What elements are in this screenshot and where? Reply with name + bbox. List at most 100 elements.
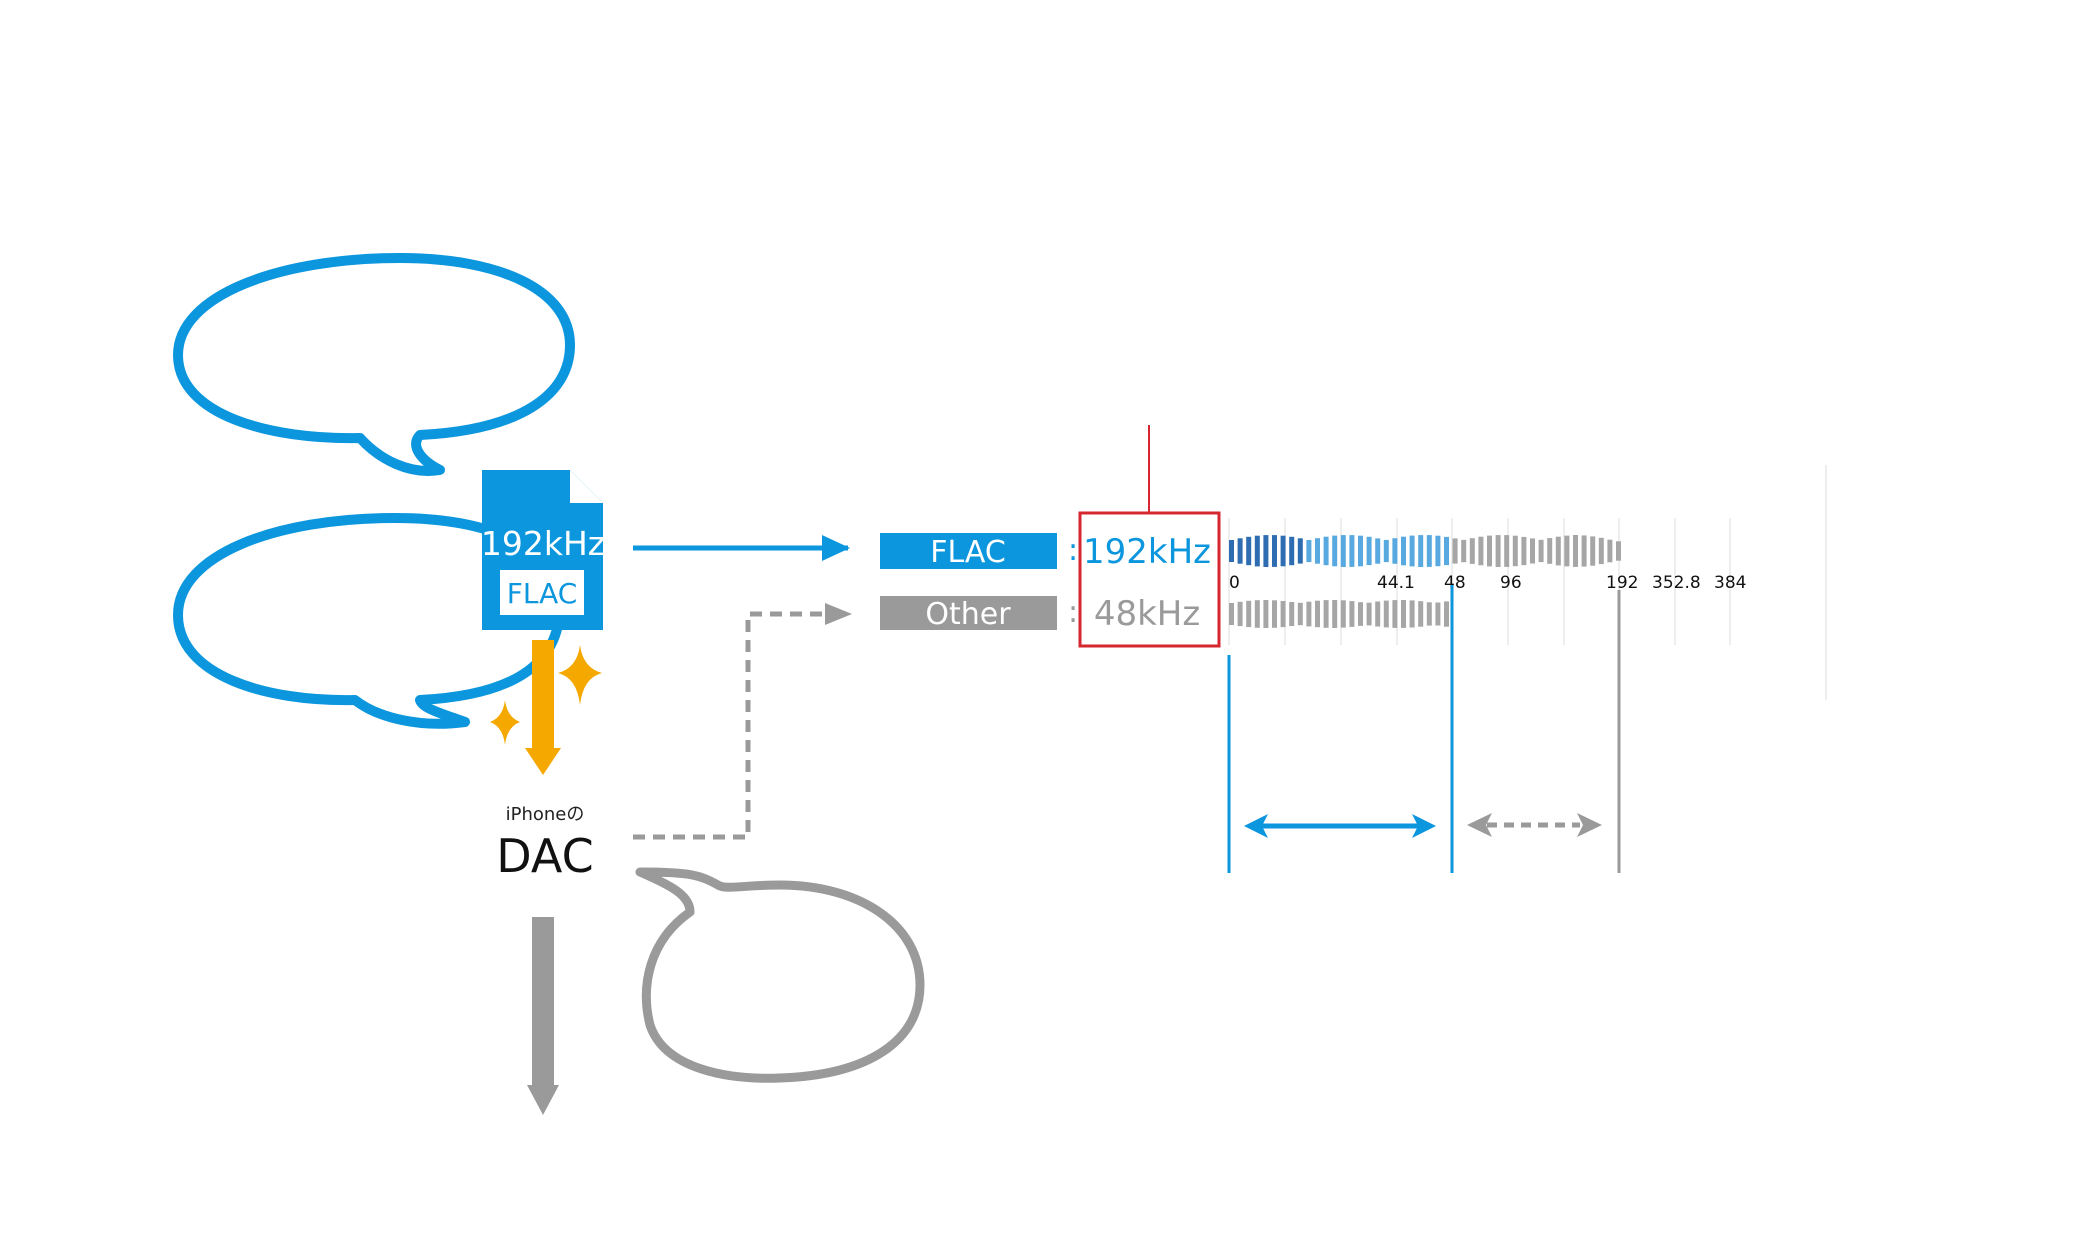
spectrum-bar	[1349, 535, 1355, 567]
spectrum-bar	[1435, 535, 1441, 567]
gray-arrow-head	[527, 1085, 559, 1115]
spectrum-bar	[1478, 536, 1484, 566]
spectrum-bar	[1306, 601, 1312, 627]
blue-range-arrow-right-head	[1412, 814, 1436, 838]
spectrum-bar	[1426, 602, 1432, 626]
spectrum-bar	[1521, 536, 1527, 566]
sparkle-small-icon	[490, 700, 520, 745]
spectrum-bar	[1246, 600, 1252, 628]
flac-spectrum	[1229, 535, 1621, 567]
spectrum-bar	[1530, 538, 1535, 564]
spectrum-bar	[1332, 535, 1338, 567]
spectrum-bar	[1306, 540, 1312, 563]
spectrum-bar	[1495, 535, 1501, 567]
spectrum-bar	[1272, 600, 1277, 628]
sparkle-icon	[558, 645, 602, 705]
spectrum-bar	[1280, 535, 1286, 567]
spectrum-bar	[1272, 535, 1277, 567]
spectrum-bar	[1487, 535, 1492, 567]
tick-label: 48	[1444, 573, 1466, 593]
spectrum-bar	[1289, 602, 1295, 626]
other-row-separator: :	[1068, 595, 1078, 630]
spectrum-bar	[1504, 535, 1510, 567]
spectrum-bar	[1555, 536, 1561, 566]
tick-label: 0	[1229, 573, 1240, 593]
spectrum-bar	[1452, 538, 1458, 564]
spectrum-bar	[1246, 536, 1252, 566]
spectrum-bar	[1366, 602, 1372, 626]
highlight-box	[1078, 511, 1221, 648]
flac-row-badge	[880, 533, 1057, 569]
spectrum-bar	[1401, 536, 1406, 566]
file-icon: 192kHz FLAC	[481, 470, 605, 630]
spectrum-bar	[1375, 538, 1381, 564]
tick-label: 44.1	[1377, 573, 1415, 593]
speech-bubble-top	[173, 253, 575, 476]
speech-bubble-bottom	[635, 867, 925, 1083]
spectrum-bar	[1263, 600, 1269, 628]
spectrum-bar	[1564, 535, 1570, 567]
spectrum-bar	[1254, 600, 1260, 628]
spectrum-bar	[1297, 538, 1303, 564]
gray-range-arrow-left-head	[1467, 813, 1492, 837]
spectrum-bar	[1538, 539, 1544, 563]
spectrum-bar	[1461, 539, 1467, 563]
orange-arrow-head	[525, 748, 561, 775]
spectrum-bar	[1315, 538, 1320, 564]
flac-arrow-head	[822, 535, 850, 561]
tick-label: 96	[1500, 573, 1522, 593]
spectrum-bar	[1340, 535, 1346, 567]
flac-row-separator: :	[1068, 533, 1078, 568]
other-spectrum	[1229, 600, 1449, 628]
file-format-label: FLAC	[507, 577, 578, 610]
spectrum-bar	[1237, 601, 1243, 627]
spectrum-bar	[1340, 600, 1346, 628]
orange-arrow-shaft	[532, 640, 554, 750]
spectrum-bar	[1383, 600, 1389, 628]
spectrum-bar	[1573, 535, 1578, 567]
other-row-format: Other	[925, 597, 1011, 632]
spectrum-bar	[1426, 535, 1432, 567]
spectrum-bar	[1418, 601, 1424, 627]
file-rate-label: 192kHz	[481, 524, 605, 563]
spectrum-bar	[1315, 600, 1320, 628]
frequency-axis: 0 44.1 48 96 192 352.8 384	[1229, 573, 1746, 593]
spectrum-bar	[1409, 600, 1415, 628]
other-arrow-head	[825, 603, 852, 625]
spectrum-bar	[1547, 538, 1553, 564]
tick-label: 352.8	[1652, 573, 1701, 593]
spectrum-bar	[1392, 600, 1398, 628]
spectrum-bar	[1297, 602, 1303, 626]
spectrum-bar	[1229, 603, 1234, 625]
spectrum-bar	[1418, 535, 1424, 567]
spectrum-bar	[1607, 539, 1613, 563]
spectrum-bar	[1375, 601, 1381, 627]
spectrum-bar	[1289, 536, 1295, 566]
spectrum-bar	[1323, 536, 1329, 566]
spectrum-bar	[1358, 602, 1363, 626]
spectrum-bar	[1444, 536, 1449, 566]
spectrum-bar	[1323, 600, 1329, 628]
spectrum-bar	[1383, 539, 1389, 563]
spectrum-bar	[1598, 537, 1604, 565]
spectrum-bar	[1444, 601, 1449, 627]
spectrum-bar	[1349, 601, 1355, 627]
spectrum-bar	[1435, 602, 1441, 626]
spectrum-bar	[1512, 535, 1518, 567]
blue-range-arrow-left-head	[1244, 814, 1268, 838]
gray-range-arrow-right-head	[1577, 813, 1602, 837]
spectrum-bar	[1263, 535, 1269, 567]
spectrum-bar	[1392, 538, 1398, 564]
tick-label: 384	[1714, 573, 1746, 593]
tick-label: 192	[1606, 573, 1638, 593]
dac-caption: iPhoneの	[506, 804, 585, 825]
spectrum-bar	[1590, 536, 1596, 566]
gray-arrow-shaft	[532, 917, 554, 1087]
spectrum-bar	[1401, 600, 1406, 628]
spectrum-bar	[1229, 540, 1234, 562]
spectrum-bar	[1409, 535, 1415, 567]
dac-label: DAC	[496, 829, 593, 883]
spectrum-bar	[1280, 601, 1286, 628]
spectrum-bar	[1254, 535, 1260, 567]
